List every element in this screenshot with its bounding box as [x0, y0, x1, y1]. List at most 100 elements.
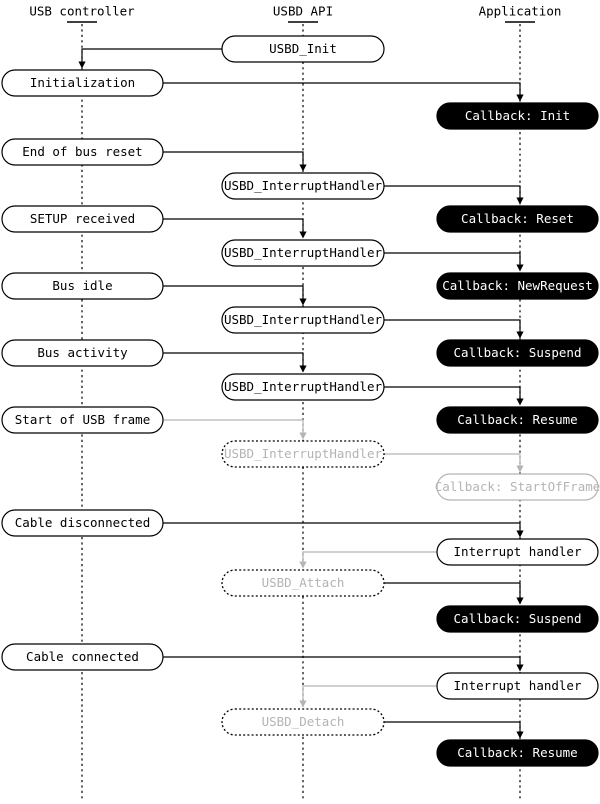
node-shape-callback-suspend-2 — [436, 605, 599, 633]
connection-c13 — [163, 522, 524, 538]
node-label-cable-connected: Cable connected — [26, 649, 139, 664]
connection-c14 — [299, 551, 437, 569]
node-shape-callback-reset — [436, 205, 599, 233]
connection-c1 — [78, 48, 222, 69]
node-label-usbd-attach: USBD_Attach — [262, 575, 345, 590]
node-shape-callback-init — [436, 102, 599, 130]
node-shape-callback-resume-1 — [436, 406, 599, 434]
connection-c11 — [163, 419, 307, 440]
lane-header-usb-controller: USB controller — [29, 4, 135, 19]
lane-header-usbd-api: USBD API — [273, 4, 333, 19]
connections-layer — [78, 48, 524, 739]
node-label-end-of-bus-reset: End of bus reset — [22, 144, 142, 159]
lane-headers-layer: USB controller USBD API Application — [29, 4, 561, 23]
node-label-initialization: Initialization — [30, 75, 135, 90]
node-initialization[interactable]: Initialization — [1, 69, 164, 97]
node-bus-activity[interactable]: Bus activity — [1, 339, 164, 367]
node-callback-init[interactable]: Callback: Init — [436, 102, 599, 130]
node-bus-idle[interactable]: Bus idle — [1, 272, 164, 300]
lane-header-application: Application — [479, 4, 562, 19]
node-setup-received[interactable]: SETUP received — [1, 205, 164, 233]
node-start-of-usb-frame[interactable]: Start of USB frame — [1, 406, 164, 434]
node-callback-resume-2[interactable]: Callback: Resume — [436, 739, 599, 767]
node-shape-bus-idle — [1, 272, 164, 300]
node-callback-suspend-1[interactable]: Callback: Suspend — [436, 339, 599, 367]
node-label-interrupt-handler-app-2: Interrupt handler — [454, 678, 582, 693]
node-callback-startofframe[interactable]: Callback: StartOfFrame — [435, 473, 600, 501]
node-label-callback-reset: Callback: Reset — [461, 211, 574, 226]
connection-c9 — [163, 352, 307, 373]
node-label-bus-activity: Bus activity — [37, 345, 128, 360]
node-cable-connected[interactable]: Cable connected — [1, 643, 164, 671]
node-shape-cable-connected — [1, 643, 164, 671]
node-label-callback-suspend-2: Callback: Suspend — [454, 611, 582, 626]
node-interrupt-handler-3[interactable]: USBD_InterruptHandler — [221, 306, 385, 334]
connection-c8 — [384, 319, 524, 339]
node-interrupt-handler-2[interactable]: USBD_InterruptHandler — [221, 239, 385, 267]
node-label-callback-suspend-1: Callback: Suspend — [454, 345, 582, 360]
node-label-setup-received: SETUP received — [30, 211, 135, 226]
connection-c6 — [384, 252, 524, 272]
node-label-callback-startofframe: Callback: StartOfFrame — [435, 479, 600, 494]
node-interrupt-handler-app-1[interactable]: Interrupt handler — [436, 538, 599, 566]
node-shape-bus-activity — [1, 339, 164, 367]
node-callback-suspend-2[interactable]: Callback: Suspend — [436, 605, 599, 633]
node-interrupt-handler-4[interactable]: USBD_InterruptHandler — [221, 373, 385, 401]
connection-c17 — [299, 685, 437, 708]
node-label-usbd-detach: USBD_Detach — [262, 714, 345, 729]
node-end-of-bus-reset[interactable]: End of bus reset — [1, 138, 164, 166]
node-shape-callback-suspend-1 — [436, 339, 599, 367]
connection-c12 — [384, 453, 524, 473]
node-label-interrupt-handler-1: USBD_InterruptHandler — [224, 178, 383, 193]
node-label-interrupt-handler-app-1: Interrupt handler — [454, 544, 582, 559]
connection-c2 — [163, 82, 524, 102]
node-usbd-detach[interactable]: USBD_Detach — [221, 708, 385, 736]
node-usbd-attach[interactable]: USBD_Attach — [221, 569, 385, 597]
node-label-callback-init: Callback: Init — [465, 108, 570, 123]
node-shape-usbd-init — [221, 35, 385, 63]
node-interrupt-handler-1[interactable]: USBD_InterruptHandler — [221, 172, 385, 200]
connection-c18 — [384, 721, 524, 739]
node-shape-interrupt-handler-2 — [221, 239, 385, 267]
node-shape-interrupt-handler-3 — [221, 306, 385, 334]
node-label-interrupt-handler-2: USBD_InterruptHandler — [224, 245, 383, 260]
node-label-interrupt-handler-4: USBD_InterruptHandler — [224, 379, 383, 394]
connection-c16 — [163, 656, 524, 672]
connection-c10 — [384, 386, 524, 406]
node-shape-end-of-bus-reset — [1, 138, 164, 166]
connection-c5 — [163, 218, 307, 239]
node-shape-callback-resume-2 — [436, 739, 599, 767]
node-cable-disconnected[interactable]: Cable disconnected — [1, 509, 164, 537]
node-shape-cable-disconnected — [1, 509, 164, 537]
node-shape-callback-newrequest — [436, 272, 599, 300]
node-usbd-init[interactable]: USBD_Init — [221, 35, 385, 63]
connection-c3 — [163, 151, 307, 172]
node-callback-reset[interactable]: Callback: Reset — [436, 205, 599, 233]
node-shape-interrupt-handler-app-2 — [436, 672, 599, 700]
node-label-callback-resume-2: Callback: Resume — [457, 745, 577, 760]
connection-c7 — [163, 285, 307, 306]
node-shape-initialization — [1, 69, 164, 97]
node-label-interrupt-handler-5: USBD_InterruptHandler — [224, 446, 383, 461]
connection-c15 — [384, 582, 524, 605]
node-label-cable-disconnected: Cable disconnected — [15, 515, 150, 530]
node-callback-resume-1[interactable]: Callback: Resume — [436, 406, 599, 434]
node-shape-setup-received — [1, 205, 164, 233]
connection-c4 — [384, 185, 524, 205]
node-shape-interrupt-handler-1 — [221, 172, 385, 200]
node-shape-usbd-detach — [221, 708, 385, 736]
node-label-bus-idle: Bus idle — [52, 278, 112, 293]
node-label-callback-resume-1: Callback: Resume — [457, 412, 577, 427]
node-shape-start-of-usb-frame — [1, 406, 164, 434]
node-label-callback-newrequest: Callback: NewRequest — [442, 278, 593, 293]
node-shape-interrupt-handler-5 — [221, 440, 385, 468]
node-shape-interrupt-handler-app-1 — [436, 538, 599, 566]
node-shape-interrupt-handler-4 — [221, 373, 385, 401]
node-label-usbd-init: USBD_Init — [269, 41, 337, 56]
node-callback-newrequest[interactable]: Callback: NewRequest — [436, 272, 599, 300]
node-interrupt-handler-5[interactable]: USBD_InterruptHandler — [221, 440, 385, 468]
node-interrupt-handler-app-2[interactable]: Interrupt handler — [436, 672, 599, 700]
